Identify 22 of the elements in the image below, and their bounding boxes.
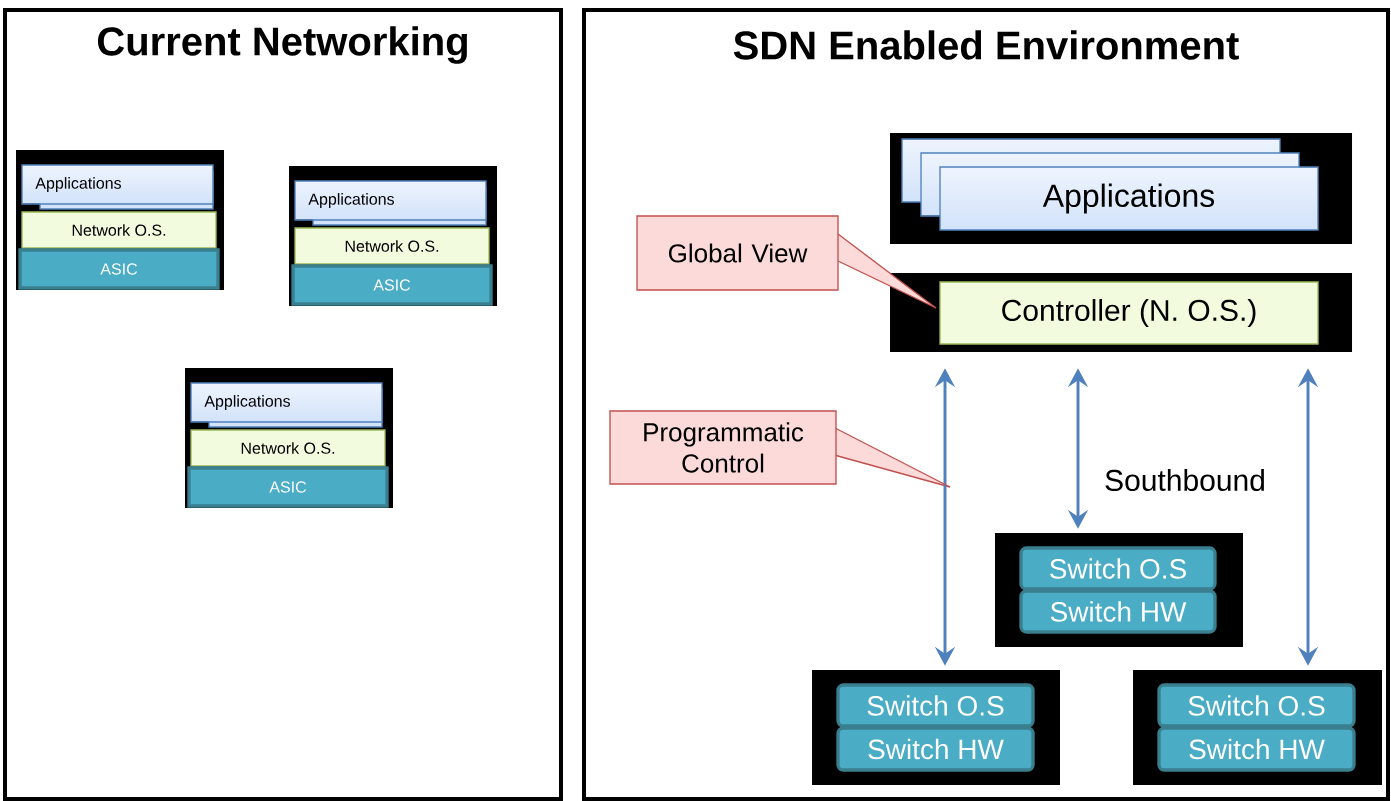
os-layer-box: Network O.S. [21, 211, 217, 249]
hardware-layer-box: ASIC [291, 264, 493, 306]
edge-label: Southbound [1095, 466, 1275, 494]
application-layer-box: Applications [190, 382, 383, 428]
os-layer-box: Network O.S. [294, 227, 490, 265]
callout-box: Programmatic Control [609, 410, 951, 488]
application-layer-box: Applications [294, 180, 487, 226]
hardware-layer-box: ASIC [187, 466, 389, 508]
leader-line [835, 427, 951, 488]
applications-box: Applications [901, 138, 1319, 231]
switch-os-box: Switch O.S [836, 683, 1035, 728]
switch-os-box: Switch O.S [1157, 683, 1356, 728]
switch-hw-box: Switch HW [1019, 589, 1217, 634]
os-layer-box: Network O.S. [190, 429, 386, 467]
callout-box: Global View [636, 215, 937, 309]
switch-hw-box: Switch HW [836, 726, 1035, 772]
switch-hw-box: Switch HW [1157, 726, 1356, 772]
controller-box: Controller (N. O.S.) [939, 281, 1319, 345]
application-layer-box: Applications [21, 164, 214, 210]
leader-line [837, 233, 937, 309]
switch-os-box: Switch O.S [1019, 546, 1217, 591]
hardware-layer-box: ASIC [18, 248, 220, 290]
